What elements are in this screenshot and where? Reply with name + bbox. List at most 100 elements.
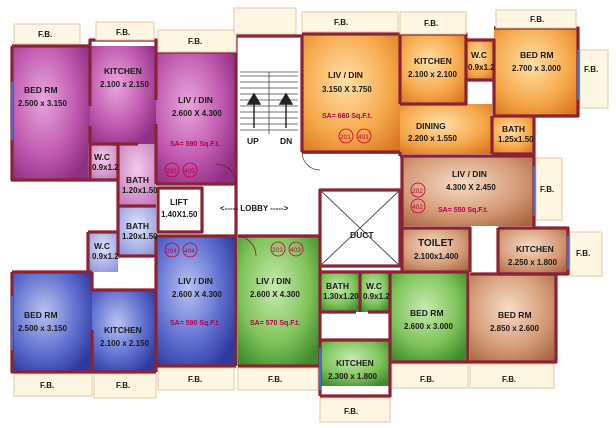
bl-livdin-dims: 2.600 X 4.300 (172, 290, 222, 299)
fb-label: F.B. (424, 19, 438, 28)
tl-livdin-fill (156, 52, 236, 184)
bc-flat-2: 403 (290, 247, 301, 254)
tr-bath-label: BATH (502, 124, 525, 134)
fb-label: F.B. (38, 30, 52, 39)
tr-flat-1: 201 (340, 134, 351, 141)
tl-bath-dims: 1.20x1.50 (122, 186, 158, 195)
r-bed-fill (470, 274, 556, 362)
fb-label: F.B. (502, 375, 516, 384)
r-kitchen-label: KITCHEN (516, 244, 554, 254)
bl-area: SA= 590 Sq.F.t. (170, 320, 220, 327)
bc-kitchen-dims: 2.300 x 1.800 (328, 372, 377, 381)
r-flat-1: 202 (412, 188, 423, 195)
lobby-label: <----- LOBBY -----> (220, 204, 289, 213)
bc-bed-label: BED RM (410, 308, 444, 318)
tl-flat-2: 405 (184, 168, 195, 175)
bc-bath-fill (320, 272, 360, 312)
tr-livdin-dims: 3.150 X 3.750 (322, 85, 372, 94)
bc-area: SA= 570 Sq.F.t. (250, 320, 300, 327)
r-livdin-label: LIV / DIN (452, 169, 487, 179)
fb-labels: F.B. F.B. F.B. F.B. F.B. F.B. F.B. F.B. … (38, 15, 598, 416)
fb-label: F.B. (530, 15, 544, 24)
tr-wc-dims: 0.9x1.2 (468, 63, 495, 72)
bl-bed-fill (12, 272, 92, 372)
door-swings (215, 151, 321, 257)
fb-label: F.B. (116, 381, 130, 390)
fb-frames (13, 7, 609, 423)
duct-label: DUCT (350, 230, 374, 240)
bc-bath-label: BATH (326, 281, 349, 291)
tl-bed-label: BED RM (24, 85, 58, 95)
fb-label: F.B. (576, 249, 590, 258)
tl-bath-fill (118, 144, 156, 206)
bc-bath-dims: 1.30x1.20 (323, 292, 359, 301)
lift-dims: 1.40X1.50 (161, 210, 198, 219)
tr-wc-label: W.C (471, 50, 487, 60)
tr-bed-dims: 2.700 x 3.000 (512, 64, 561, 73)
lift-label: LIFT (170, 197, 189, 207)
tl-flat-1: 205 (166, 168, 177, 175)
tl-bed-dims: 2.500 x 3.150 (18, 99, 67, 108)
bl-wc-label: W.C (94, 241, 110, 251)
r-toilet-label: TOILET (418, 238, 453, 249)
r-area: SA= 550 Sq.F.t. (438, 207, 488, 214)
r-bed-label: BED RM (498, 310, 532, 320)
bc-livdin-fill (238, 236, 320, 366)
tl-bed-fill (12, 46, 90, 180)
tr-bed-fill (494, 28, 578, 116)
lift-fill (158, 188, 202, 232)
bl-livdin-label: LIV / DIN (178, 276, 213, 286)
fb-label: F.B. (334, 18, 348, 27)
bc-livdin-dims: 2.600 X 4.300 (250, 290, 300, 299)
tl-wc-fill (88, 144, 118, 180)
bc-wc-fill (360, 272, 390, 312)
tr-kitchen-label: KITCHEN (414, 56, 452, 66)
fb-label: F.B. (116, 28, 130, 37)
tl-kitchen-dims: 2.100 x 2.150 (100, 80, 149, 89)
bl-wc-dims: 0.9x1.2 (92, 252, 119, 261)
bc-kitchen-label: KITCHEN (336, 358, 374, 368)
stair-arrows (246, 92, 294, 128)
bl-livdin-fill (156, 236, 236, 366)
tr-bed-label: BED RM (520, 50, 554, 60)
stair-dn-label: DN (280, 136, 292, 146)
r-kitchen-dims: 2.250 x 1.800 (508, 258, 557, 267)
duct-cross (319, 189, 401, 267)
bc-bed-fill (390, 272, 468, 362)
bc-wc-label: W.C (366, 281, 382, 291)
tr-livdin-label: LIV / DIN (328, 70, 363, 80)
bl-kitchen-label: KITCHEN (104, 325, 142, 335)
bl-kitchen-dims: 2.100 x 2.150 (100, 339, 149, 348)
tl-bath-label: BATH (126, 175, 149, 185)
tr-livdin-fill (302, 34, 400, 154)
tl-kitchen-fill (90, 46, 156, 144)
tr-wc-fill (466, 40, 494, 80)
tr-dining-label: DINING (416, 121, 446, 131)
tl-wc-label: W.C (94, 152, 110, 162)
r-toilet-fill (402, 228, 470, 272)
tr-kitchen-dims: 2.100 x 2.100 (408, 70, 457, 79)
tr-flat-2: 401 (358, 134, 369, 141)
tr-kitchen-fill (400, 34, 466, 104)
r-bed-dims: 2.850 x 2.600 (490, 324, 539, 333)
tr-dining-fill (400, 104, 492, 154)
bl-bath-label: BATH (126, 221, 149, 231)
bc-flat-1: 203 (272, 247, 283, 254)
bl-flat-1: 204 (166, 248, 177, 255)
bc-kitchen-fill (320, 340, 390, 386)
flat-number-circles (164, 128, 426, 258)
fb-label: F.B. (188, 375, 202, 384)
fb-label: F.B. (188, 37, 202, 46)
bc-bed-dims: 2.600 x 3.000 (404, 322, 453, 331)
bl-bath-dims: 1.20x1.50 (122, 232, 158, 241)
bl-bed-dims: 2.500 x 3.150 (18, 324, 67, 333)
tl-area: SA= 590 Sq.F.t. (170, 141, 220, 148)
r-kitchen-fill (498, 228, 568, 274)
r-livdin-dims: 4.300 X 2.450 (446, 183, 496, 192)
tr-bath-dims: 1.25x1.50 (498, 135, 534, 144)
fb-label: F.B. (420, 375, 434, 384)
r-toilet-dims: 2.100x1.400 (414, 252, 459, 261)
windows (11, 50, 579, 390)
fb-label: F.B. (268, 375, 282, 384)
